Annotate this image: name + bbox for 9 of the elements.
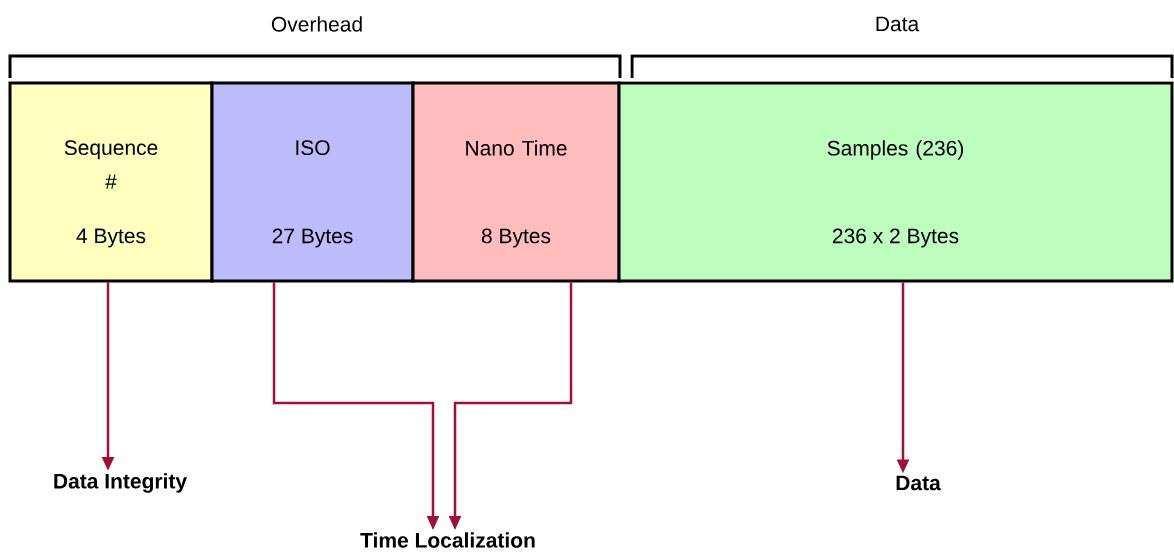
result-label: Data bbox=[896, 475, 941, 491]
section-label: Overhead bbox=[271, 16, 362, 32]
field-box: Samples (236) 236 x 2 Bytes bbox=[617, 81, 1174, 283]
result-label: Time Localization bbox=[360, 532, 535, 548]
field-box: ISO 27 Bytes bbox=[210, 81, 415, 283]
result-label: Data Integrity bbox=[54, 473, 187, 493]
field-box: Nano Time 8 Bytes bbox=[411, 81, 621, 283]
field-box: Sequence # 4 Bytes bbox=[8, 81, 214, 283]
section-label: Data bbox=[876, 16, 920, 32]
